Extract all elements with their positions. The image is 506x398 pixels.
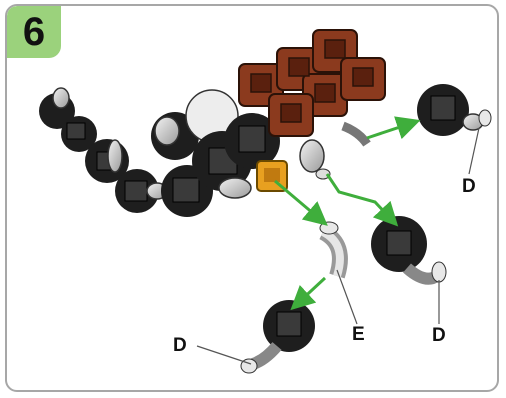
green-arrow-icon: [325, 173, 399, 227]
step-number-badge: 6: [7, 6, 61, 58]
green-arrow-icon: [274, 179, 328, 226]
label-d-top: D: [462, 176, 476, 197]
green-arrow-icon: [366, 116, 421, 140]
tail-segment: [39, 87, 168, 213]
instruction-panel: 6: [5, 4, 499, 392]
label-d-bottom: D: [173, 335, 187, 356]
label-e: E: [352, 324, 365, 345]
main-assembly: [39, 29, 386, 217]
label-d-middle: D: [432, 325, 446, 346]
leader-lines: [196, 127, 480, 365]
cluster-joints: [299, 121, 371, 180]
assembly-diagram: D D E D: [39, 29, 492, 374]
detached-part-e-hinge: [318, 221, 348, 279]
assembly-arrows: [274, 116, 421, 311]
detached-part-middle-right: [371, 216, 447, 285]
brown-brick-cluster: [238, 29, 386, 137]
detached-part-top-right: [417, 84, 492, 136]
green-arrow-icon: [290, 276, 327, 311]
detached-part-bottom-left: [240, 300, 315, 374]
body-blocks: [151, 89, 280, 217]
